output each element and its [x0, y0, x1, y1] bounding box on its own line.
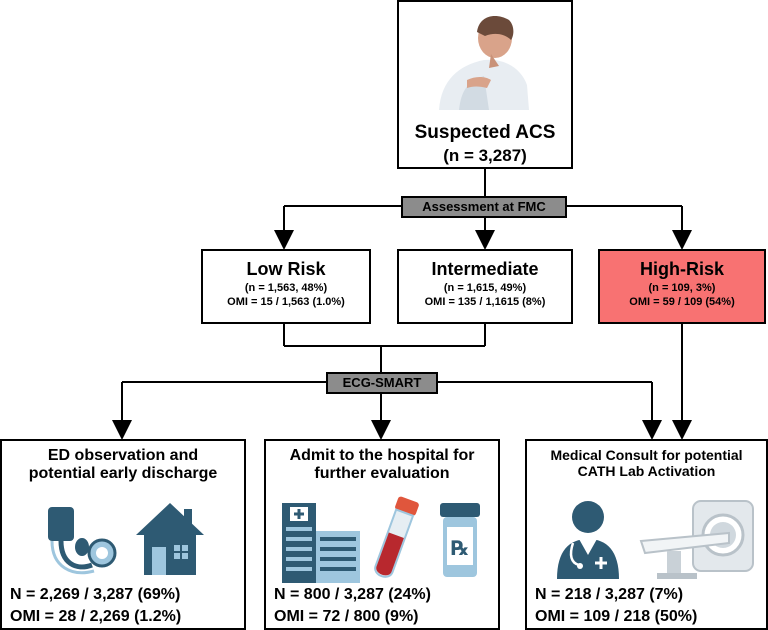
admit-hospital-box: Admit to the hospital for further evalua… — [264, 439, 500, 630]
ed-observation-box: ED observation and potential early disch… — [0, 439, 246, 630]
low-risk-box: Low Risk (n = 1,563, 48%) OMI = 15 / 1,5… — [201, 249, 371, 324]
intermediate-omi: OMI = 135 / 1,1615 (8%) — [424, 296, 546, 308]
admit-title-line1: Admit to the hospital for — [289, 447, 475, 464]
consult-n: N = 218 / 3,287 (7%) — [535, 586, 684, 603]
hospital-building-icon — [282, 503, 360, 583]
ed-observation-n: N = 2,269 / 3,287 (69%) — [10, 586, 181, 603]
low-risk-omi: OMI = 15 / 1,563 (1.0%) — [227, 296, 345, 308]
svg-text:℞: ℞ — [451, 536, 469, 560]
ed-observation-omi: OMI = 28 / 2,269 (1.2%) — [10, 608, 182, 625]
intermediate-count: (n = 1,615, 49%) — [443, 282, 527, 294]
root-count: (n = 3,287) — [443, 146, 527, 165]
high-risk-omi: OMI = 59 / 109 (54%) — [629, 296, 735, 308]
prescription-bottle-icon: ℞ — [440, 503, 480, 577]
medical-consult-box: Medical Consult for potential CATH Lab A… — [525, 439, 768, 630]
intermediate-risk-box: Intermediate (n = 1,615, 49%) OMI = 135 … — [397, 249, 573, 324]
low-risk-title: Low Risk — [246, 259, 326, 279]
consult-omi: OMI = 109 / 218 (50%) — [535, 608, 698, 625]
ct-scanner-icon — [639, 500, 754, 579]
assessment-label: Assessment at FMC — [401, 196, 567, 218]
consult-title-line1: Medical Consult for potential — [550, 447, 743, 463]
root-title: Suspected ACS — [414, 122, 556, 143]
suspected-acs-box: Suspected ACS (n = 3,287) — [397, 0, 573, 169]
intermediate-title: Intermediate — [431, 259, 539, 279]
low-risk-count: (n = 1,563, 48%) — [244, 282, 328, 294]
ecg-smart-label: ECG-SMART — [326, 372, 438, 394]
house-icon — [136, 503, 204, 575]
high-risk-box: High-Risk (n = 109, 3%) OMI = 59 / 109 (… — [598, 249, 766, 324]
high-risk-title: High-Risk — [639, 259, 724, 279]
admit-n: N = 800 / 3,287 (24%) — [274, 586, 431, 603]
patient-chest-pain-icon — [439, 16, 529, 110]
blood-pressure-monitor-icon — [48, 507, 117, 575]
consult-title-line2: CATH Lab Activation — [577, 463, 716, 479]
admit-title-line2: further evaluation — [314, 465, 450, 482]
ed-observation-title-line1: ED observation and — [47, 447, 199, 464]
ed-observation-title-line2: potential early discharge — [28, 465, 218, 482]
blood-test-tube-icon — [374, 496, 419, 578]
admit-omi: OMI = 72 / 800 (9%) — [274, 608, 419, 625]
high-risk-count: (n = 109, 3%) — [648, 282, 716, 294]
doctor-icon — [557, 501, 619, 579]
